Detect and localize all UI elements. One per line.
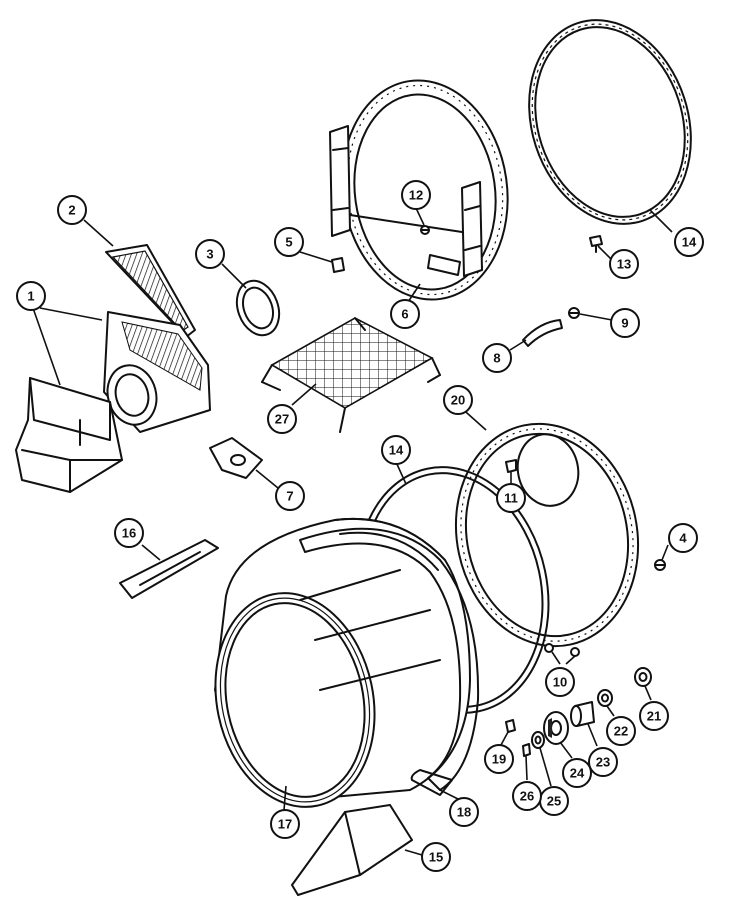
callout-21-label: 21 <box>647 709 661 724</box>
callout-23-label: 23 <box>596 755 610 770</box>
screw-12 <box>420 225 430 235</box>
callout-19: 19 <box>484 744 514 774</box>
bracket-5 <box>331 257 345 273</box>
callout-1: 1 <box>16 281 46 311</box>
callout-26-label: 26 <box>520 789 534 804</box>
washer-25 <box>531 731 545 749</box>
callout-21: 21 <box>639 701 669 731</box>
clip-11 <box>505 459 517 473</box>
callout-25: 25 <box>539 786 569 816</box>
callout-8: 8 <box>482 343 512 373</box>
callout-5-label: 5 <box>285 235 292 250</box>
callout-12: 12 <box>401 180 431 210</box>
callout-6: 6 <box>390 299 420 329</box>
roller-shaft-23 <box>570 701 595 727</box>
callout-22-label: 22 <box>614 724 628 739</box>
callout-24: 24 <box>562 758 592 788</box>
bracket-7 <box>209 437 263 479</box>
callout-17-label: 17 <box>278 817 292 832</box>
callout-18-label: 18 <box>457 805 471 820</box>
exhaust-duct-assembly <box>15 311 211 493</box>
callout-5: 5 <box>274 227 304 257</box>
washer-22 <box>597 689 613 707</box>
callout-6-label: 6 <box>401 307 408 322</box>
screw-4 <box>654 559 666 571</box>
callout-12-label: 12 <box>409 188 423 203</box>
callout-15: 15 <box>421 842 451 872</box>
callout-15-label: 15 <box>429 850 443 865</box>
trim-16 <box>119 539 219 599</box>
callout-11: 11 <box>496 483 526 513</box>
callout-14-top: 14 <box>674 227 704 257</box>
callout-4-label: 4 <box>679 531 687 546</box>
toe-panel <box>291 804 413 896</box>
callout-19-label: 19 <box>492 752 506 767</box>
callout-14-middle: 14 <box>381 435 411 465</box>
clip-13 <box>589 235 603 253</box>
callout-13-label: 13 <box>617 257 631 272</box>
callout-14-middle-label: 14 <box>389 443 404 458</box>
callout-16-label: 16 <box>122 526 136 541</box>
seal-ring-top <box>528 19 692 225</box>
screw-9 <box>568 307 580 319</box>
callout-4: 4 <box>668 523 698 553</box>
callout-18: 18 <box>449 797 479 827</box>
seal-ring-3 <box>235 279 281 337</box>
callout-23: 23 <box>588 747 618 777</box>
callout-22: 22 <box>606 716 636 746</box>
callout-13: 13 <box>609 249 639 279</box>
callout-17: 17 <box>270 809 300 839</box>
callout-26: 26 <box>512 781 542 811</box>
callout-2-label: 2 <box>68 203 75 218</box>
callout-16: 16 <box>114 518 144 548</box>
callout-25-label: 25 <box>547 794 561 809</box>
callout-3: 3 <box>195 239 225 269</box>
callout-11-label: 11 <box>504 491 518 506</box>
callout-27: 27 <box>267 404 297 434</box>
drum-roller-24 <box>543 711 569 745</box>
callout-24-label: 24 <box>570 766 585 781</box>
drying-rack <box>261 317 441 433</box>
callout-7: 7 <box>275 481 305 511</box>
callout-10: 10 <box>545 667 575 697</box>
roller-clip-8 <box>522 319 563 347</box>
callout-20: 20 <box>443 385 473 415</box>
callout-7-label: 7 <box>286 489 293 504</box>
drum <box>214 517 471 808</box>
callout-14-top-label: 14 <box>682 235 697 250</box>
callout-1-label: 1 <box>27 289 34 304</box>
screw-19 <box>505 719 516 733</box>
callout-27-label: 27 <box>275 412 289 427</box>
callout-3-label: 3 <box>206 247 213 262</box>
washer-21 <box>634 667 652 687</box>
callout-10-label: 10 <box>553 675 567 690</box>
callout-20-label: 20 <box>451 393 465 408</box>
callout-8-label: 8 <box>493 351 500 366</box>
callout-9-label: 9 <box>621 316 628 331</box>
lint-filter <box>105 244 196 338</box>
rear-bulkhead <box>454 422 640 648</box>
callout-9: 9 <box>610 308 640 338</box>
clip-26 <box>522 743 531 757</box>
callout-2: 2 <box>57 195 87 225</box>
